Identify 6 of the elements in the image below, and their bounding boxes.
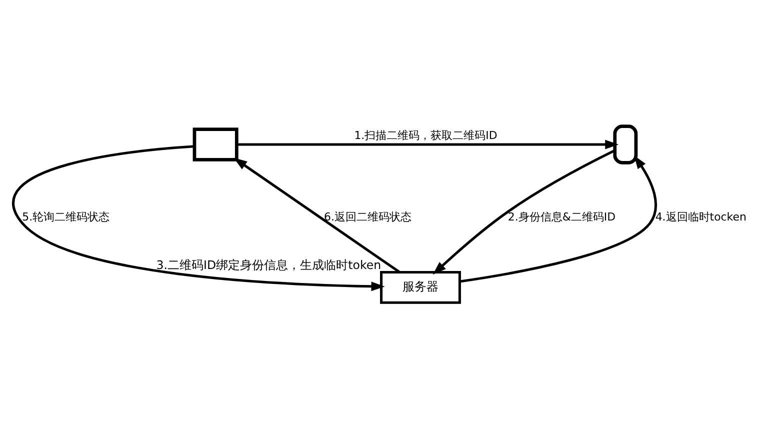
- edge-label: 5.轮询二维码状态: [22, 210, 110, 224]
- edge-label: 6.返回二维码状态: [324, 210, 412, 224]
- edge-label: 4.返回临时tocken: [655, 210, 746, 224]
- edge-label: 2.身份信息&二维码ID: [508, 210, 616, 224]
- node-label: 3.二维码ID绑定身份信息，生成临时token: [156, 258, 382, 272]
- edge-label: 1.扫描二维码，获取二维码ID: [354, 128, 498, 142]
